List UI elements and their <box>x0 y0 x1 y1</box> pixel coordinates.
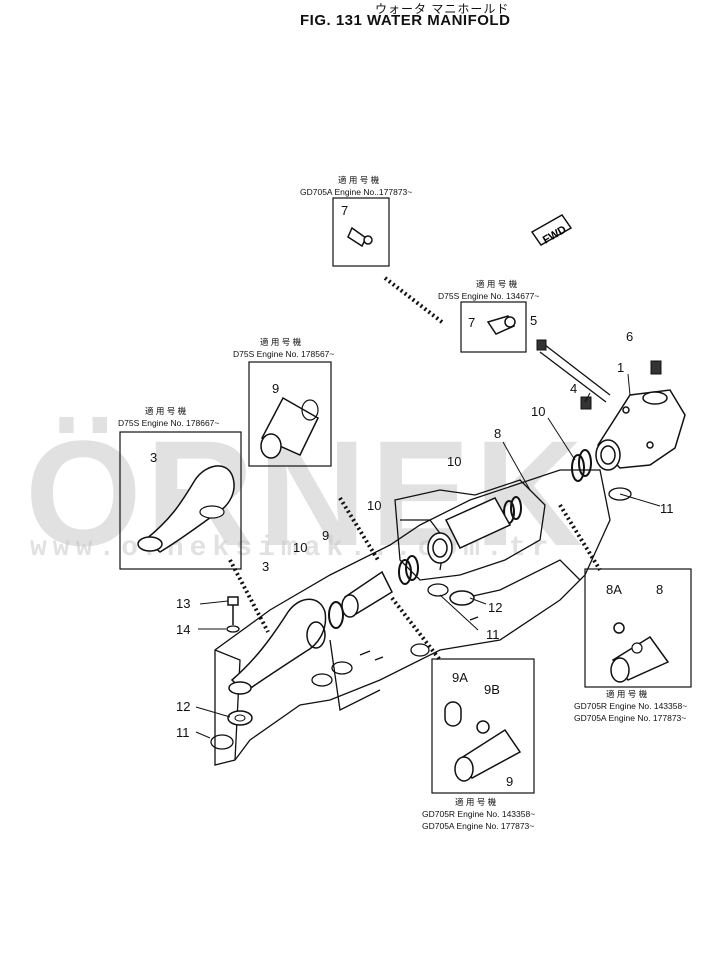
gasket-hole <box>234 714 246 722</box>
svg-text:D75S Engine No. 178667~: D75S Engine No. 178667~ <box>118 418 219 428</box>
connector-part-8 <box>427 497 512 564</box>
callout-9-bottom: 9 <box>506 774 513 789</box>
callout-11-right: 11 <box>660 501 674 516</box>
o-rings-part-10-left <box>328 601 344 629</box>
applicability-box-d75s-134677: 適 用 号 機 D75S Engine No. 134677~ <box>438 279 539 353</box>
callout-13: 13 <box>176 596 190 611</box>
gasket-part-12-middle <box>449 590 475 606</box>
callout-9b: 9B <box>484 682 500 697</box>
callout-1: 1 <box>617 360 624 375</box>
plug-part-5 <box>536 339 547 351</box>
callout-9a: 9A <box>452 670 468 685</box>
callout-labels: 7 7 5 6 1 4 9 3 10 8 10 10 9 10 3 12 11 … <box>150 203 674 789</box>
callout-7-right: 7 <box>468 315 475 330</box>
callout-8: 8 <box>494 426 501 441</box>
japanese-title: ウォータ マニホールド <box>375 2 510 16</box>
washer-part-14 <box>226 625 240 633</box>
fwd-label: FWD <box>541 224 569 247</box>
svg-text:適 用 号 機: 適 用 号 機 <box>606 689 648 699</box>
svg-text:適 用 号 機: 適 用 号 機 <box>338 175 380 185</box>
applicability-box-gd705a: 適 用 号 機 GD705A Engine No..177873~ <box>300 175 412 267</box>
plug-part-4 <box>580 396 592 410</box>
callout-10-center: 10 <box>367 498 381 513</box>
applicability-box-d75s-178567: 適 用 号 機 D75S Engine No. 178567~ <box>233 337 334 467</box>
svg-text:GD705A Engine No. 177873~: GD705A Engine No. 177873~ <box>422 821 534 831</box>
tube-part-9-middle <box>341 570 393 618</box>
callout-8a: 8A <box>606 582 622 597</box>
svg-text:適 用 号 機: 適 用 号 機 <box>476 279 518 289</box>
callout-10-mid: 10 <box>447 454 461 469</box>
svg-text:GD705A Engine No. 177873~: GD705A Engine No. 177873~ <box>574 713 686 723</box>
elbow-part-3-main <box>228 598 327 695</box>
elbow-part-3-box <box>137 465 235 553</box>
figure-title: FIG. 131 WATER MANIFOLD <box>300 12 511 29</box>
applicability-box-gd705r-bottom: 適 用 号 機 GD705R Engine No. 143358~ GD705A… <box>422 658 535 831</box>
svg-text:GD705R Engine No. 143358~: GD705R Engine No. 143358~ <box>574 701 687 711</box>
callout-3-box: 3 <box>150 450 157 465</box>
callout-12-left: 12 <box>176 699 190 714</box>
plug-part-6 <box>650 360 662 375</box>
manifold-pipe <box>539 344 611 403</box>
o-rings-part-10-middle <box>398 555 419 585</box>
svg-text:GD705A Engine No..177873~: GD705A Engine No..177873~ <box>300 187 412 197</box>
forward-direction-tag: FWD <box>530 214 573 247</box>
callout-6: 6 <box>626 329 633 344</box>
manifold-head-part-1 <box>595 389 686 471</box>
applicability-box-gd705r-right: 適 用 号 機 GD705R Engine No. 143358~ GD705A… <box>574 568 692 723</box>
svg-text:適 用 号 機: 適 用 号 機 <box>145 406 187 416</box>
callout-11-mid: 11 <box>486 627 500 642</box>
dashed-arrows <box>228 276 602 662</box>
callout-9-box: 9 <box>272 381 279 396</box>
applicability-box-d75s-178667: 適 用 号 機 D75S Engine No. 178667~ <box>118 406 242 570</box>
svg-text:適 用 号 機: 適 用 号 機 <box>455 797 497 807</box>
callout-10-left: 10 <box>293 540 307 555</box>
tube-part-9-box <box>260 396 319 459</box>
leader-lines <box>195 373 661 739</box>
bolt-part-13 <box>227 596 239 625</box>
sensor-part-7-top <box>347 226 373 248</box>
svg-text:D75S Engine No. 178567~: D75S Engine No. 178567~ <box>233 349 334 359</box>
gasket-part-11-middle <box>427 583 449 597</box>
engine-block <box>210 469 611 766</box>
callout-11-left: 11 <box>176 725 190 740</box>
callout-9: 9 <box>322 528 329 543</box>
callout-8-box: 8 <box>656 582 663 597</box>
svg-text:適 用 号 機: 適 用 号 機 <box>260 337 302 347</box>
callout-14: 14 <box>176 622 190 637</box>
svg-text:GD705R Engine No. 143358~: GD705R Engine No. 143358~ <box>422 809 535 819</box>
svg-text:D75S Engine No. 134677~: D75S Engine No. 134677~ <box>438 291 539 301</box>
gasket-part-12-left <box>227 710 253 726</box>
callout-5: 5 <box>530 313 537 328</box>
callout-7-top: 7 <box>341 203 348 218</box>
callout-12-mid: 12 <box>488 600 502 615</box>
callout-4: 4 <box>570 381 577 396</box>
callout-3: 3 <box>262 559 269 574</box>
callout-10-right: 10 <box>531 404 545 419</box>
